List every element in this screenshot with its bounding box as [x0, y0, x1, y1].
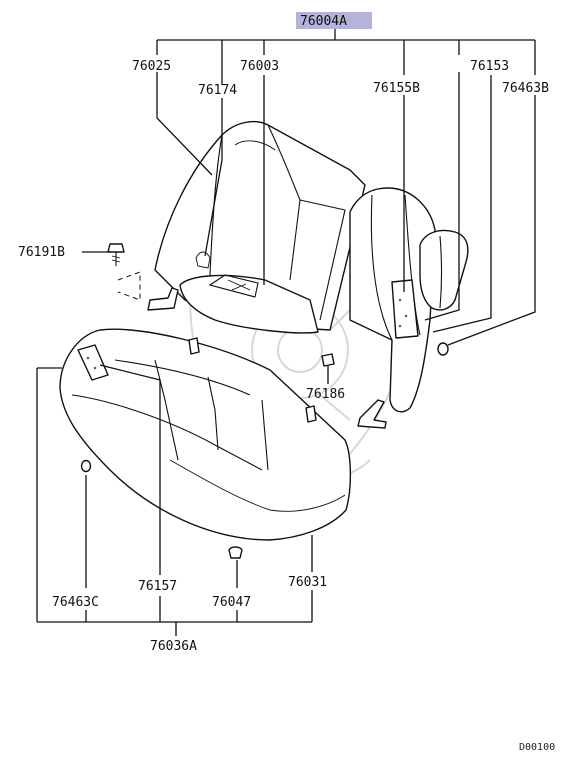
- assembly-label-highlight: [296, 12, 372, 29]
- label-76031: 76031: [288, 575, 327, 590]
- label-76004a: 76004A: [300, 14, 347, 29]
- label-76191b: 76191B: [18, 245, 65, 260]
- label-76036a: 76036A: [150, 639, 197, 654]
- label-76025: 76025: [132, 59, 171, 74]
- leader-lines: [36, 28, 536, 636]
- screw-alignment-dashes: [117, 271, 141, 301]
- label-76047: 76047: [212, 595, 251, 610]
- label-76155b: 76155B: [373, 81, 420, 96]
- label-76157: 76157: [138, 579, 177, 594]
- drawing-code: D00100: [519, 742, 555, 753]
- label-76463c: 76463C: [52, 595, 99, 610]
- seat-cushion: [59, 328, 352, 559]
- label-76174: 76174: [198, 83, 237, 98]
- label-76003: 76003: [240, 59, 279, 74]
- label-76463b: 76463B: [502, 81, 549, 96]
- seat-back: [147, 120, 469, 429]
- label-76186: 76186: [306, 387, 345, 402]
- screw-icon: [107, 243, 125, 266]
- label-76153: 76153: [470, 59, 509, 74]
